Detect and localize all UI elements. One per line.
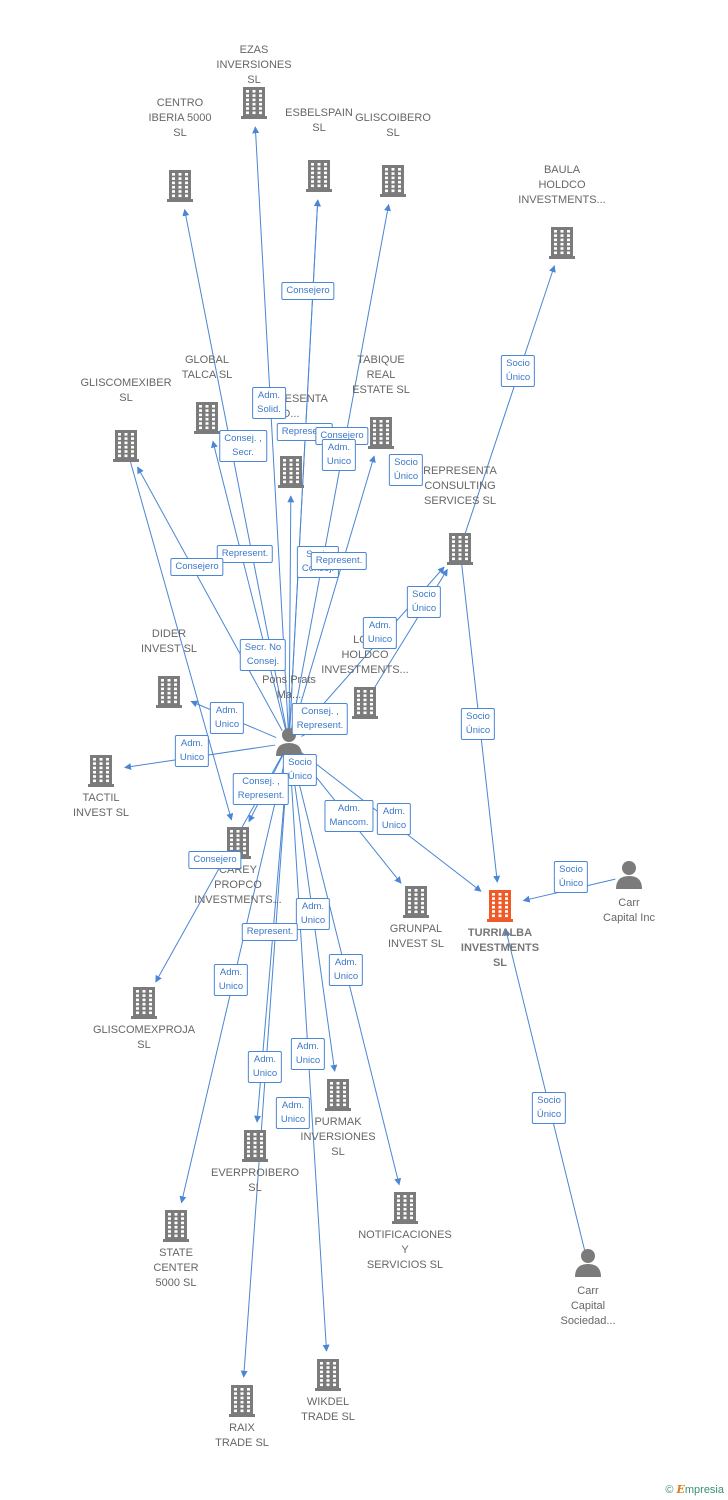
edge-label[interactable]: Represent. xyxy=(241,923,299,941)
footer-brand: © Empresia xyxy=(665,1483,724,1496)
edge-repcons-baula xyxy=(463,265,556,536)
building-icon[interactable] xyxy=(366,416,396,455)
edge-label[interactable]: Adm. Mancom. xyxy=(324,800,374,832)
node-label-baula[interactable]: BAULA HOLDCO INVESTMENTS... xyxy=(518,164,606,206)
node-label-repcons[interactable]: REPRESENTA CONSULTING SERVICES SL xyxy=(423,465,497,507)
node-label-global[interactable]: GLOBAL TALCA SL xyxy=(181,354,233,381)
edge-label[interactable]: Adm. Unico xyxy=(247,1051,283,1083)
edge-label[interactable]: Adm. Unico xyxy=(290,1038,326,1070)
node-label-turri[interactable]: TURRIALBA INVESTMENTS SL xyxy=(460,927,540,969)
node-label-ezas[interactable]: EZAS INVERSIONES SL xyxy=(216,44,292,86)
edge-label[interactable]: Adm. Unico xyxy=(321,439,357,471)
node-label-state[interactable]: STATE CENTER 5000 SL xyxy=(153,1247,199,1289)
node-label-grunpal[interactable]: GRUNPAL INVEST SL xyxy=(387,923,445,950)
node-label-purmak[interactable]: PURMAK INVERSIONES SL xyxy=(300,1116,376,1158)
edge-label[interactable]: Socio Único xyxy=(388,454,424,486)
building-icon[interactable] xyxy=(304,159,334,198)
node-label-esbel[interactable]: ESBELSPAIN SL xyxy=(285,107,353,134)
node-label-tactil[interactable]: TACTIL INVEST SL xyxy=(72,792,130,819)
building-icon[interactable] xyxy=(86,754,116,793)
building-icon[interactable] xyxy=(276,455,306,494)
node-label-ever[interactable]: EVERPROIBERO SL xyxy=(210,1167,300,1194)
building-icon[interactable] xyxy=(154,675,184,714)
edge-label[interactable]: Represent. xyxy=(310,552,368,570)
building-icon[interactable] xyxy=(401,885,431,924)
building-icon[interactable] xyxy=(390,1191,420,1230)
edge-label[interactable]: Represent. xyxy=(216,545,274,563)
edge-pons-gmex xyxy=(137,466,283,731)
node-label-raix[interactable]: RAIX TRADE SL xyxy=(215,1422,269,1449)
node-label-carrsoc[interactable]: Carr Capital Sociedad... xyxy=(560,1285,616,1327)
edge-label[interactable]: Adm. Unico xyxy=(295,898,331,930)
building-icon[interactable] xyxy=(485,889,515,928)
edge-label[interactable]: Adm. Unico xyxy=(362,617,398,649)
building-icon[interactable] xyxy=(378,164,408,203)
building-icon[interactable] xyxy=(445,532,475,571)
person-icon[interactable] xyxy=(573,1247,603,1282)
building-icon[interactable] xyxy=(165,169,195,208)
edge-label[interactable]: Adm. Unico xyxy=(275,1097,311,1129)
building-icon[interactable] xyxy=(239,86,269,125)
edge-gmex-carey xyxy=(129,459,234,821)
edge-label[interactable]: Secr. No Consej. xyxy=(239,639,287,671)
edge-label[interactable]: Socio Único xyxy=(553,861,589,893)
node-label-wikdel[interactable]: WIKDEL TRADE SL xyxy=(301,1396,355,1423)
edge-label[interactable]: Consej. , Represent. xyxy=(291,703,349,735)
edge-pons-global xyxy=(211,440,287,730)
node-label-glisco[interactable]: GLISCOIBERO SL xyxy=(355,112,431,139)
edge-pons-ezas xyxy=(252,126,289,730)
node-label-pons[interactable]: Pons Prats Ma... xyxy=(262,674,316,701)
edge-label[interactable]: Socio Único xyxy=(406,586,442,618)
node-label-centro[interactable]: CENTRO IBERIA 5000 SL xyxy=(148,97,212,139)
building-icon[interactable] xyxy=(240,1129,270,1168)
building-icon[interactable] xyxy=(350,686,380,725)
edge-label[interactable]: Consejero xyxy=(170,558,224,576)
edge-label[interactable]: Adm. Unico xyxy=(209,702,245,734)
copyright-symbol: © xyxy=(665,1484,674,1496)
edge-pons-tabique xyxy=(292,455,376,730)
edge-label[interactable]: Adm. Solid. xyxy=(252,387,286,419)
edge-label[interactable]: Consej. , Represent. xyxy=(232,773,290,805)
edge-label[interactable]: Consejero xyxy=(281,282,335,300)
building-icon[interactable] xyxy=(129,986,159,1025)
brand-name: mpresia xyxy=(684,1484,724,1496)
edge-label[interactable]: Socio Único xyxy=(460,708,496,740)
node-label-carey[interactable]: CAREY PROPCO INVESTMENTS... xyxy=(194,864,282,906)
edge-label[interactable]: Adm. Unico xyxy=(174,735,210,767)
building-icon[interactable] xyxy=(111,429,141,468)
edge-label[interactable]: Adm. Unico xyxy=(328,954,364,986)
edge-label[interactable]: Consej. , Secr. xyxy=(219,430,267,462)
building-icon[interactable] xyxy=(192,401,222,440)
edge-label[interactable]: Adm. Unico xyxy=(376,803,412,835)
edge-label[interactable]: Consejero xyxy=(188,851,242,869)
node-label-tabique[interactable]: TABIQUE REAL ESTATE SL xyxy=(352,354,410,396)
edge-label[interactable]: Socio Único xyxy=(531,1092,567,1124)
building-icon[interactable] xyxy=(547,226,577,265)
edge-label[interactable]: Socio Único xyxy=(500,355,536,387)
edge-pons-repd xyxy=(287,495,295,730)
person-icon[interactable] xyxy=(614,859,644,894)
building-icon[interactable] xyxy=(313,1358,343,1397)
brand-initial: E xyxy=(676,1483,685,1496)
building-icon[interactable] xyxy=(161,1209,191,1248)
node-label-dider[interactable]: DIDER INVEST SL xyxy=(140,628,198,655)
edge-carrsoc-turri xyxy=(503,928,586,1251)
node-label-carrinc[interactable]: Carr Capital Inc xyxy=(603,897,655,924)
building-icon[interactable] xyxy=(323,1078,353,1117)
node-label-gmex[interactable]: GLISCOMEXIBER SL xyxy=(80,377,172,404)
node-label-notif[interactable]: NOTIFICACIONES Y SERVICIOS SL xyxy=(358,1229,452,1271)
building-icon[interactable] xyxy=(227,1384,257,1423)
edge-label[interactable]: Adm. Unico xyxy=(213,964,249,996)
node-label-gproja[interactable]: GLISCOMEXPROJA SL xyxy=(92,1024,196,1051)
